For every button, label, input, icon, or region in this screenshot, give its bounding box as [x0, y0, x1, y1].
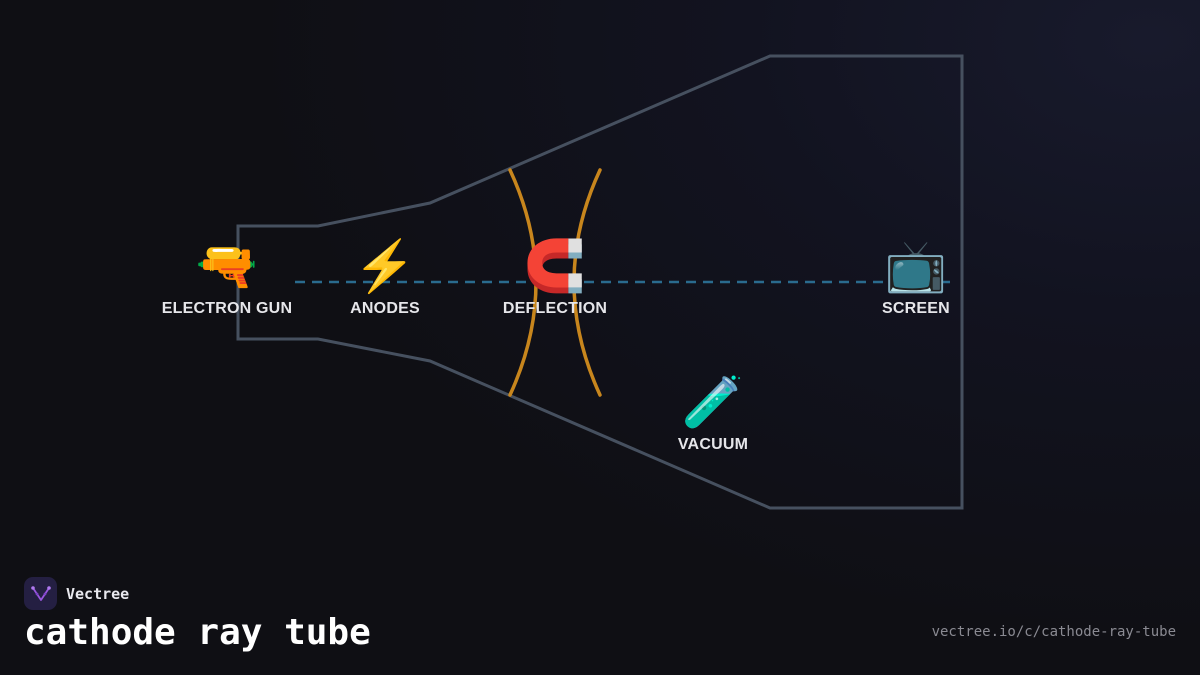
deflection-coil-right	[572, 168, 602, 397]
electron-gun-component: 🔫 ELECTRON GUN	[147, 236, 307, 318]
television-icon: 📺	[884, 238, 948, 294]
deflection-label: DEFLECTION	[502, 300, 608, 317]
electron-gun-label: ELECTRON GUN	[161, 300, 293, 317]
brand: Vectree	[24, 577, 129, 610]
tube-outline	[236, 54, 964, 510]
magnet-icon: 🧲	[523, 238, 587, 294]
anodes-label: ANODES	[350, 300, 420, 317]
deflection-coil-left	[508, 168, 538, 397]
screen-label: SCREEN	[882, 300, 950, 317]
screen-component: 📺 SCREEN	[836, 236, 996, 318]
water-pistol-icon: 🔫	[195, 238, 259, 294]
deflection-component: 🧲 DEFLECTION	[475, 236, 635, 318]
vacuum-label: VACUUM	[677, 436, 749, 453]
vacuum-component: 🧪 VACUUM	[633, 372, 793, 454]
brand-name: Vectree	[66, 584, 130, 603]
source-url[interactable]: vectree.io/c/cathode-ray-tube	[931, 624, 1176, 640]
test-tube-icon: 🧪	[681, 374, 745, 430]
vectree-logo-icon	[24, 577, 57, 610]
anodes-component: ⚡ ANODES	[305, 236, 465, 318]
page-title: cathode ray tube	[24, 612, 371, 653]
lightning-icon: ⚡	[353, 238, 417, 294]
